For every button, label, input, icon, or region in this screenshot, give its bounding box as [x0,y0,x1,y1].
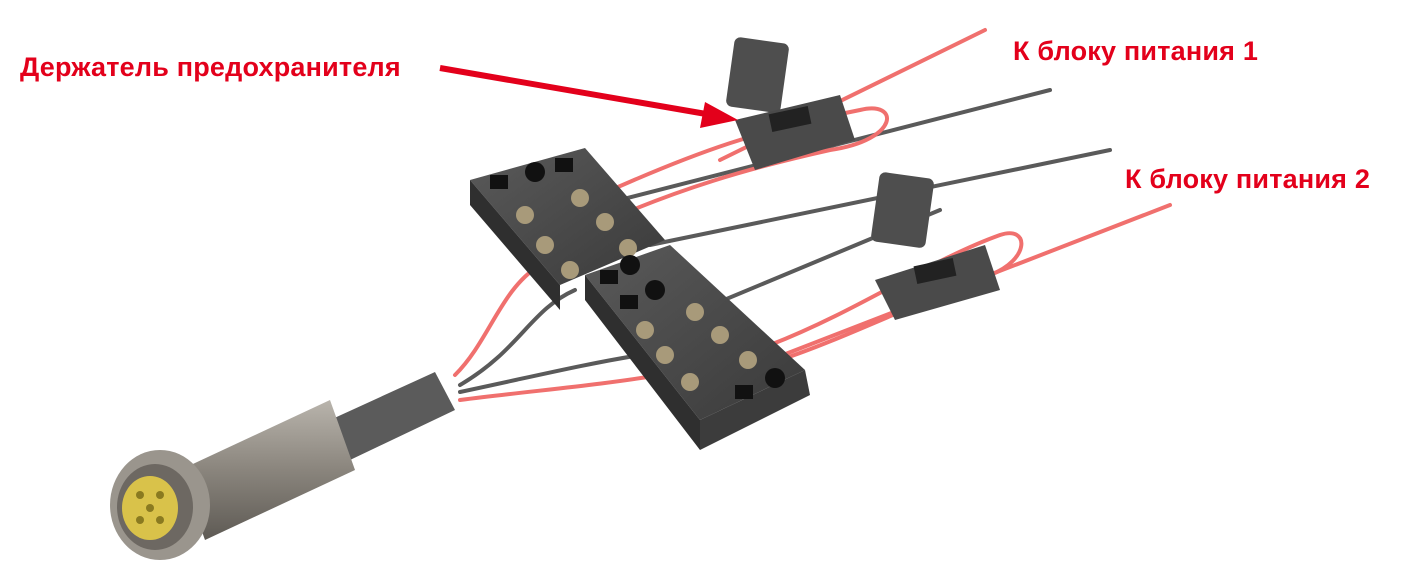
terminal-block-lower [585,245,810,450]
red-wire-cable-2 [458,373,662,402]
label-power-unit-2: К блоку питания 2 [1125,164,1371,194]
m12-connector [110,372,455,560]
label-power-unit-1: К блоку питания 1 [1013,36,1259,66]
red-wire-loop-2 [768,231,1024,362]
annotation-arrow [439,65,738,128]
terminal-block-upper [470,148,665,310]
red-wire-loop-1 [598,106,889,217]
red-wire-cable-1 [453,263,542,377]
gray-wire-cable [458,288,577,387]
gray-wire-cable-2 [458,353,642,394]
fuse-holder-1 [726,37,855,170]
label-fuse-holder: Держатель предохранителя [20,52,401,82]
fuse-holder-2 [871,172,1000,320]
